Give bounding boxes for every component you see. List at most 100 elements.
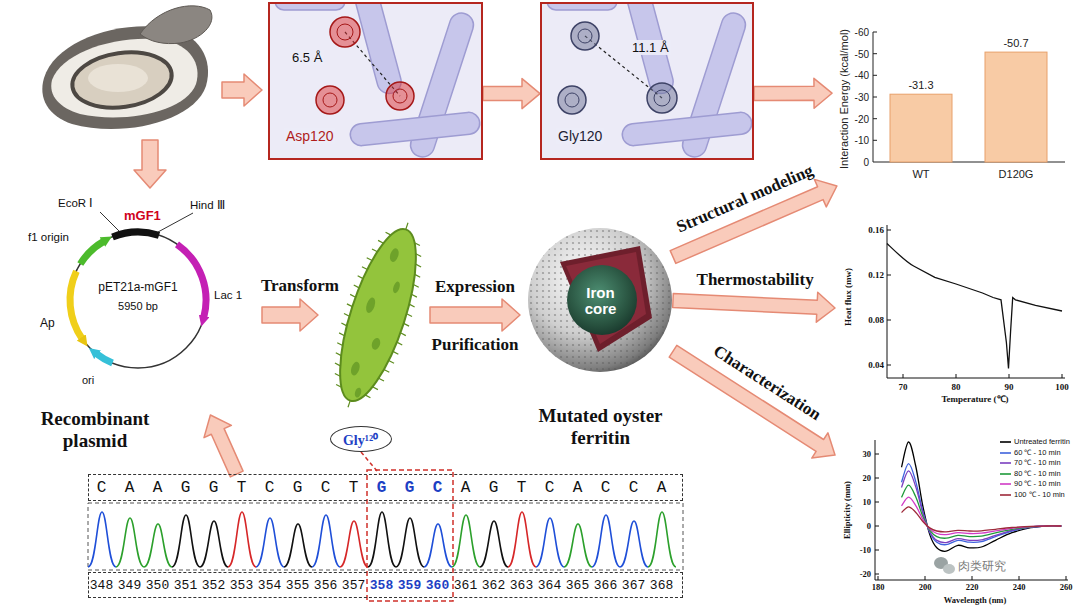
illustration-part xyxy=(565,93,579,107)
illustration-part xyxy=(558,22,677,114)
illustration-part xyxy=(275,3,481,159)
illustration-part xyxy=(424,524,452,567)
illustration-part xyxy=(158,213,193,232)
position-numbers: 348 349 350 351 352 353 354 355 356 357 xyxy=(90,578,365,593)
illustration-part xyxy=(654,90,670,106)
illustration-part xyxy=(887,244,1062,369)
illustration-part xyxy=(335,353,341,356)
figure-caption: Mutated oyster ferritin xyxy=(521,405,681,449)
illustration-part xyxy=(365,395,371,398)
illustration-part xyxy=(400,333,406,336)
axis-tick: 80 xyxy=(952,382,961,392)
process-label: Purification xyxy=(432,335,519,355)
axis-title: Ellipticity (mm) xyxy=(842,481,852,539)
flow-arrow xyxy=(754,78,832,108)
illustration-part xyxy=(547,3,617,10)
illustration-part xyxy=(903,374,904,378)
illustration-part xyxy=(480,521,508,567)
base-letters: G G C xyxy=(377,479,447,497)
axis-tick: 30 xyxy=(863,449,872,459)
axis-tick: -30 xyxy=(855,92,869,103)
illustration-part xyxy=(88,503,683,570)
illustration-part xyxy=(354,387,363,398)
illustration-part xyxy=(536,518,564,567)
illustration-part xyxy=(411,294,417,297)
structure-panel: 11.1 ÅGly120 xyxy=(540,2,754,160)
chromatogram xyxy=(88,470,683,601)
axis-tick: 180 xyxy=(872,582,885,592)
illustration-part xyxy=(330,17,360,47)
illustration-part xyxy=(648,512,676,567)
illustration-part xyxy=(873,97,877,98)
illustration-part xyxy=(873,118,877,119)
illustration-part xyxy=(70,271,82,339)
illustration-part xyxy=(621,111,753,146)
legend-row: 90 ℃ - 10 min xyxy=(1000,479,1061,489)
legend-row: 70 ℃ - 10 min xyxy=(1000,458,1061,468)
gene-label: f1 origin xyxy=(28,231,69,243)
illustration-part xyxy=(361,452,380,474)
illustration-part xyxy=(317,213,440,418)
residue-oval: Gly¹²⁰ xyxy=(330,426,392,452)
site-label: EcoR Ⅰ xyxy=(58,196,93,210)
legend-row: 80 ℃ - 10 min xyxy=(1000,469,1061,479)
illustration-part xyxy=(887,275,891,276)
legend-text: 100 ℃ - 10 min xyxy=(1014,490,1065,500)
illustration-part xyxy=(985,52,1047,162)
gene-label: ori xyxy=(82,374,94,386)
axis-tick: 70 xyxy=(899,382,908,392)
category-label: D120G xyxy=(999,168,1034,180)
illustration-part xyxy=(316,86,344,114)
residue-label: Asp120 xyxy=(284,128,335,144)
illustration-part xyxy=(592,515,620,567)
illustration-part xyxy=(565,29,670,107)
axis-tick: 0.04 xyxy=(868,360,884,370)
illustration-part xyxy=(388,247,400,263)
illustration-part xyxy=(340,521,368,567)
illustration-part xyxy=(413,284,419,287)
illustration-part xyxy=(567,265,637,335)
edge-label: Structural modeling xyxy=(674,161,817,238)
illustration-part xyxy=(875,440,876,580)
illustration-part xyxy=(370,337,381,351)
wechat-icon xyxy=(934,557,955,574)
legend-line xyxy=(1000,439,1011,445)
legend-line xyxy=(1000,471,1011,477)
dashed-link xyxy=(361,452,380,474)
axis-tick: 90 xyxy=(1005,382,1014,392)
axis-title: Interaction Energy (kcal/mol) xyxy=(838,29,850,169)
illustration-part xyxy=(228,512,256,567)
core-label: Iron core xyxy=(576,285,626,317)
residue-label: Gly¹²⁰ xyxy=(343,429,378,448)
illustration-part xyxy=(902,471,1062,543)
illustration-part xyxy=(200,521,228,567)
illustration-part xyxy=(364,296,377,314)
illustration-part xyxy=(873,53,877,54)
plasmid-size: 5950 bp xyxy=(118,300,158,312)
illustration-part xyxy=(256,518,284,567)
base-letters: A G T C A C C A xyxy=(461,479,671,497)
illustration-part xyxy=(956,374,957,378)
illustration-part xyxy=(647,83,677,113)
illustration-part xyxy=(890,94,952,162)
illustration-part xyxy=(349,361,361,377)
illustration-part xyxy=(409,304,415,307)
illustration-part xyxy=(88,512,116,567)
illustration-part xyxy=(875,550,879,551)
illustration-part xyxy=(336,384,342,387)
flow-arrow xyxy=(673,292,835,322)
distance-label: 6.5 Å xyxy=(290,50,324,65)
axis-tick: -60 xyxy=(855,27,869,38)
legend-row: 100 ℃ - 10 min xyxy=(1000,490,1065,500)
illustration-part xyxy=(113,232,160,237)
illustration-part xyxy=(560,246,652,352)
illustration-part xyxy=(1019,576,1020,580)
illustration-part xyxy=(350,294,356,297)
oyster-photo xyxy=(42,6,212,129)
illustration-part xyxy=(367,470,453,601)
illustration-part xyxy=(384,369,390,372)
bacterium xyxy=(317,213,440,418)
illustration-part xyxy=(88,512,676,567)
illustration-part xyxy=(338,245,410,399)
ferritin-sphere: Iron coreMutated oyster ferritin xyxy=(528,228,673,373)
